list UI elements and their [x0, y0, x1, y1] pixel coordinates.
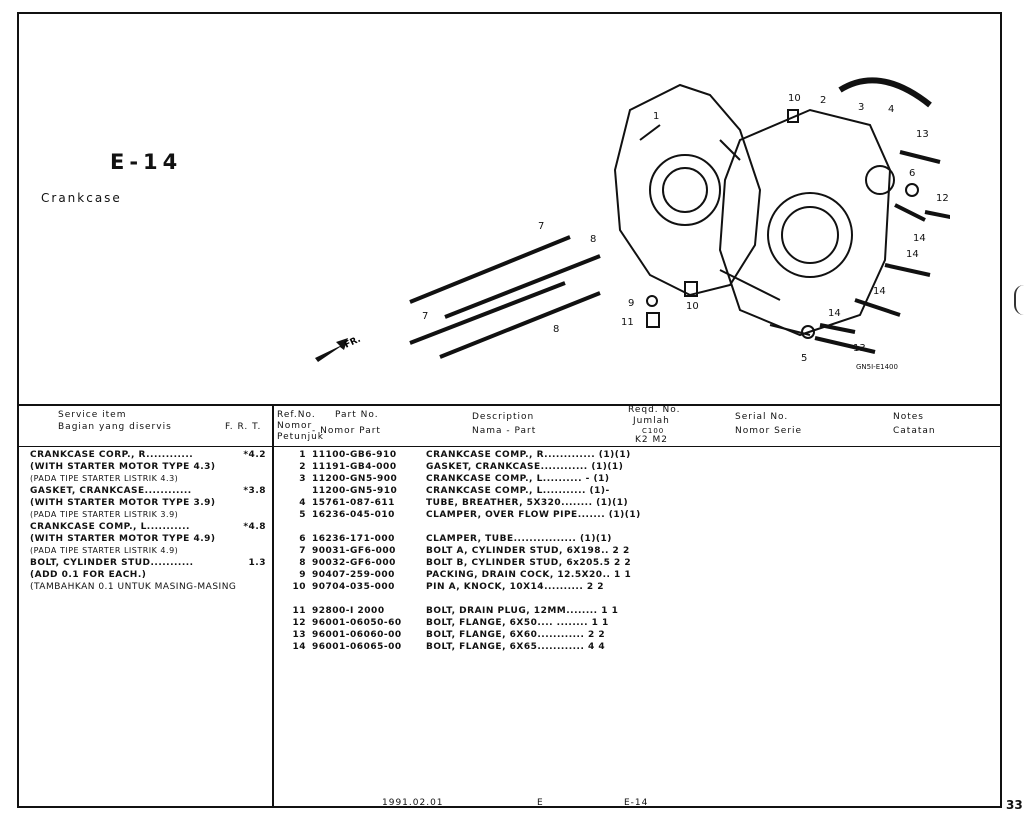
callout: 3 — [858, 102, 864, 113]
page-frame — [17, 12, 1002, 808]
callout: 7 — [538, 221, 544, 232]
callout: 9 — [628, 298, 634, 309]
header-notes-id: Catatan — [893, 426, 936, 436]
exploded-parts-diagram: FR. 1 2 3 4 5 6 7 7 8 8 9 10 10 11 12 13… — [300, 70, 966, 380]
front-arrow-icon — [315, 338, 348, 362]
binding-edge — [1014, 285, 1024, 315]
header-notes: Notes — [893, 412, 924, 422]
header-service-item-id: Bagian yang diservis — [58, 422, 172, 432]
callout: 4 — [888, 104, 894, 115]
header-service-item: Service item — [58, 410, 127, 420]
section-title: Crankcase — [41, 191, 122, 205]
service-item-row: (WITH STARTER MOTOR TYPE 4.9) — [30, 534, 216, 544]
callout: 8 — [590, 234, 596, 245]
callout: 5 — [801, 353, 807, 364]
service-item-row: (TAMBAHKAN 0.1 UNTUK MASING-MASING — [30, 582, 237, 592]
front-label: FR. — [343, 335, 362, 351]
header-description-id: Nama - Part — [472, 426, 537, 436]
callout: 14 — [913, 233, 926, 244]
service-item-row: (PADA TIPE STARTER LISTRIK 3.9) — [30, 510, 179, 519]
callout: 6 — [909, 168, 915, 179]
callout: 2 — [820, 95, 826, 106]
service-item-row: BOLT, CYLINDER STUD...........1.3 — [30, 558, 266, 568]
callout: 7 — [422, 311, 428, 322]
footer-date: 1991.02.01 — [382, 798, 444, 808]
header-partno: Part No. — [335, 410, 379, 420]
header-refno-id2: Petunjuk — [277, 432, 324, 442]
callout: 13 — [916, 129, 929, 140]
service-item-row: (ADD 0.1 FOR EACH.) — [30, 570, 147, 580]
header-partno-id: - Nomor Part — [312, 426, 381, 436]
callout: 10 — [788, 93, 801, 104]
callout: 11 — [621, 317, 634, 328]
service-item-row: GASKET, CRANKCASE............*3.8 — [30, 486, 266, 496]
service-item-row: CRANKCASE COMP., L...........*4.8 — [30, 522, 266, 532]
table-header-top-rule — [17, 404, 1002, 406]
callout: 13 — [853, 343, 866, 354]
callout: 8 — [553, 324, 559, 335]
service-item-row: CRANKCASE CORP., R............*4.2 — [30, 450, 266, 460]
footer-page: E-14 — [624, 798, 649, 808]
header-models: K2 M2 — [635, 435, 668, 445]
header-description: Description — [472, 412, 535, 422]
service-item-row: (PADA TIPE STARTER LISTRIK 4.9) — [30, 546, 179, 555]
callout: 1 — [653, 111, 659, 122]
table-header-bottom-rule — [17, 446, 1002, 447]
crankcase-diagram-svg: FR. 1 2 3 4 5 6 7 7 8 8 9 10 10 11 12 13… — [315, 77, 966, 371]
diagram-code: GN5I-E1400 — [856, 363, 898, 371]
service-item-row: (WITH STARTER MOTOR TYPE 3.9) — [30, 498, 216, 508]
side-page-number: 33 — [1006, 798, 1023, 812]
header-frt: F. R. T. — [225, 422, 262, 432]
header-refno-id1: Nomor — [277, 421, 313, 431]
service-item-row: (PADA TIPE STARTER LISTRIK 4.3) — [30, 474, 179, 483]
header-serial: Serial No. — [735, 412, 789, 422]
header-model-top: C100 — [642, 427, 665, 435]
header-refno: Ref.No. — [277, 410, 316, 420]
footer-lang: E — [537, 798, 544, 808]
callout: 14 — [873, 286, 886, 297]
callout: 10 — [686, 301, 699, 312]
header-reqd-id: Jumlah — [633, 416, 670, 426]
service-item-list: CRANKCASE CORP., R............*4.2 (WITH… — [30, 449, 266, 593]
header-serial-id: Nomor Serie — [735, 426, 803, 436]
header-reqd: Reqd. No. — [628, 405, 681, 415]
column-divider — [272, 404, 274, 808]
service-item-row: (WITH STARTER MOTOR TYPE 4.3) — [30, 462, 216, 472]
callout: 14 — [906, 249, 919, 260]
callout: 12 — [936, 193, 949, 204]
callout: 14 — [828, 308, 841, 319]
section-code: E-14 — [110, 150, 183, 174]
